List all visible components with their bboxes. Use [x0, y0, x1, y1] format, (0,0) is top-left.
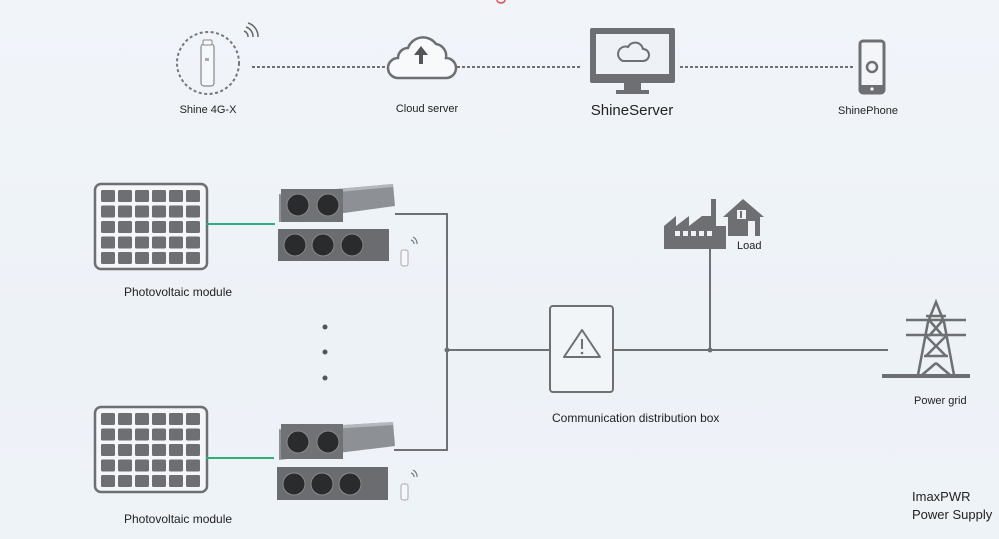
solar-panel-icon [93, 405, 209, 494]
solar-cell [135, 190, 149, 202]
solar-cell [186, 190, 200, 202]
warning-triangle-icon [563, 329, 601, 358]
solar-cell [169, 475, 183, 487]
solar-cell [186, 413, 200, 425]
solar-cell [152, 221, 166, 233]
solar-cell [101, 413, 115, 425]
cloud-upload-icon [386, 36, 458, 80]
solar-cell [135, 236, 149, 249]
wireless-dongle-icon [176, 22, 259, 95]
solar-cell [118, 252, 132, 264]
monitor-cloud-icon [590, 28, 675, 94]
solar-cell [186, 221, 200, 233]
solar-cell [152, 205, 166, 218]
solar-cell [101, 236, 115, 249]
solar-cell [152, 236, 166, 249]
distribution-box [549, 305, 614, 393]
solar-cell [101, 428, 115, 441]
label-load: Load [737, 240, 762, 252]
solar-cell [152, 459, 166, 472]
solar-cell [135, 413, 149, 425]
solar-cell [169, 252, 183, 264]
solar-cell [118, 190, 132, 202]
solar-cell [135, 205, 149, 218]
label-shine-4g-x: Shine 4G-X [179, 104, 237, 116]
solar-cell [101, 190, 115, 202]
inverter-unit-icon [278, 184, 395, 261]
solar-cell [152, 428, 166, 441]
solar-panel-icon [93, 182, 209, 271]
label-shine-server: ShineServer [590, 102, 674, 119]
solar-cell [169, 428, 183, 441]
wireless-dongle-icon [400, 236, 418, 267]
solar-cell [101, 459, 115, 472]
ellipsis-dots [322, 324, 328, 381]
solar-cell [135, 252, 149, 264]
solar-cell [118, 205, 132, 218]
solar-cell [135, 444, 149, 456]
label-pv-module-top: Photovoltaic module [124, 285, 233, 299]
label-distribution-box: Communication distribution box [552, 411, 720, 425]
solar-cell [101, 475, 115, 487]
solar-cell [135, 459, 149, 472]
solar-cell [135, 221, 149, 233]
top-mark [496, 0, 506, 4]
solar-cell [186, 205, 200, 218]
solar-cell [118, 444, 132, 456]
brand-line-2: Power Supply [912, 507, 993, 522]
solar-cell [118, 459, 132, 472]
solar-cell [118, 413, 132, 425]
solar-cell [101, 221, 115, 233]
solar-cell [118, 475, 132, 487]
solar-cell [169, 221, 183, 233]
brand-caption: ImaxPWR Power Supply [912, 488, 992, 524]
solar-cell [152, 413, 166, 425]
factory-house-icon [664, 199, 764, 249]
solar-cell [152, 252, 166, 264]
wireless-dongle-icon [400, 469, 418, 501]
solar-cell [169, 459, 183, 472]
solar-cell [135, 475, 149, 487]
solar-cell [118, 428, 132, 441]
solar-cell [101, 205, 115, 218]
solar-cell [101, 444, 115, 456]
load-junction [707, 347, 713, 353]
solar-cell [169, 444, 183, 456]
solar-cell [118, 221, 132, 233]
solar-cell [101, 252, 115, 264]
solar-cell [186, 252, 200, 264]
solar-cell [169, 205, 183, 218]
solar-cell [152, 444, 166, 456]
solar-cell [152, 190, 166, 202]
power-tower-icon [882, 298, 970, 378]
label-shine-phone: ShinePhone [838, 105, 898, 117]
solar-cell [186, 428, 200, 441]
brand-line-1: ImaxPWR [912, 489, 971, 504]
label-power-grid: Power grid [914, 395, 967, 407]
solar-cell [135, 428, 149, 441]
bus-junction [444, 347, 450, 353]
solar-cell [186, 444, 200, 456]
ac-bus-lines [394, 213, 888, 451]
solar-cell [152, 475, 166, 487]
smartphone-icon [858, 39, 886, 95]
solar-cell [118, 236, 132, 249]
solar-cell [186, 459, 200, 472]
solar-cell [169, 413, 183, 425]
solar-cell [169, 236, 183, 249]
label-pv-module-bottom: Photovoltaic module [124, 512, 233, 526]
solar-cell [186, 236, 200, 249]
solar-cell [186, 475, 200, 487]
label-cloud-server: Cloud server [395, 103, 459, 115]
solar-cell [169, 190, 183, 202]
inverter-unit-icon [277, 422, 395, 500]
